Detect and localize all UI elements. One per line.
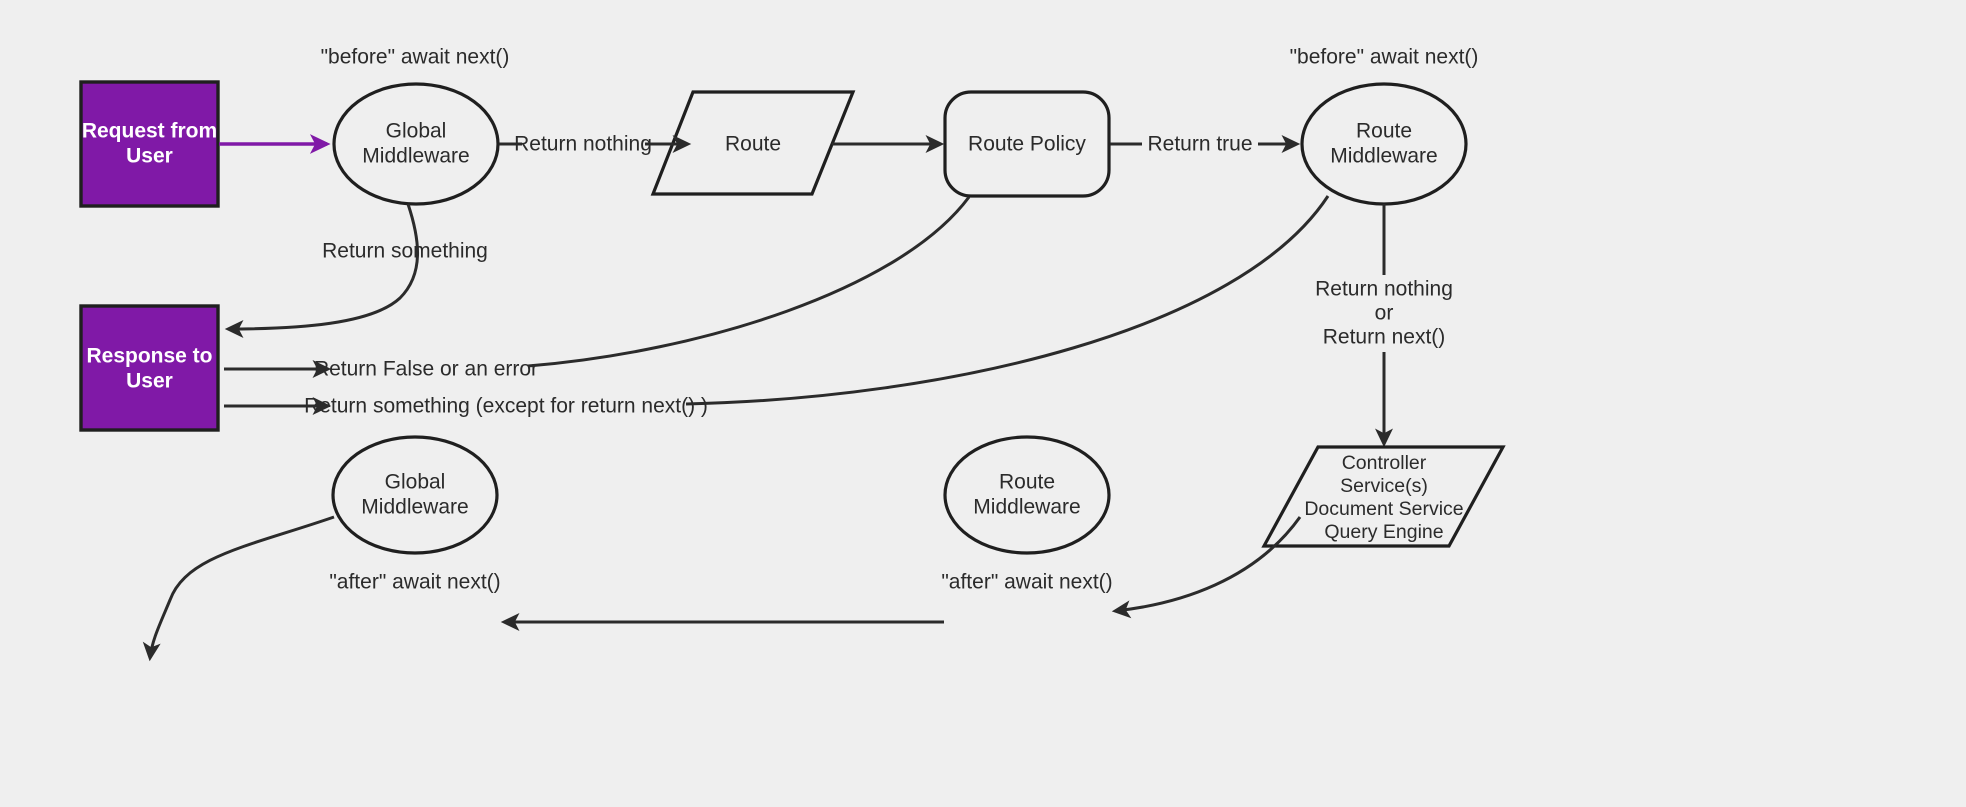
controller-label-line2: Service(s) — [1340, 475, 1428, 497]
edge-label-return-nothing-or-next-line3: Return next() — [1323, 326, 1446, 349]
edge-label-return-nothing: Return nothing — [514, 133, 652, 156]
response-to-user-label-line1: Response to — [86, 345, 212, 368]
edge-label-return-something-top: Return something — [322, 240, 488, 263]
edge-route-policy-return-false — [527, 196, 971, 368]
route-middleware-top-label-line1: Route — [1356, 120, 1412, 143]
global-middleware-bottom-label-line2: Middleware — [361, 496, 468, 519]
annotation-before-await-next-right: "before" await next() — [1290, 46, 1479, 69]
global-middleware-top-label-line1: Global — [386, 120, 447, 143]
edge-label-return-true: Return true — [1147, 133, 1252, 156]
request-from-user-label-line2: User — [126, 145, 173, 168]
annotation-after-await-next-left: "after" await next() — [329, 571, 500, 594]
edge-route-middleware-return-something-except — [685, 195, 1330, 406]
request-from-user-label-line1: Request from — [82, 120, 217, 143]
edge-label-return-nothing-or-next-line1: Return nothing — [1315, 278, 1453, 301]
annotation-after-await-next-right: "after" await next() — [941, 571, 1112, 594]
global-middleware-bottom-label-line1: Global — [385, 471, 446, 494]
controller-services-node[interactable] — [1261, 445, 1506, 548]
route-middleware-bottom-label-line2: Middleware — [973, 496, 1080, 519]
route-middleware-bottom-node[interactable] — [943, 435, 1111, 555]
response-to-user-label-line2: User — [126, 370, 173, 393]
controller-label-line3: Document Service — [1304, 498, 1463, 520]
request-from-user-box[interactable] — [79, 80, 220, 208]
edge-controller-to-route-middleware-bottom — [1111, 516, 1302, 619]
route-policy-label: Route Policy — [968, 133, 1086, 156]
global-middleware-top-node[interactable] — [332, 82, 500, 206]
edge-label-return-false-or-error: Return False or an error — [314, 358, 538, 381]
route-label: Route — [725, 133, 781, 156]
route-middleware-bottom-label-line1: Route — [999, 471, 1055, 494]
global-middleware-bottom-node[interactable] — [331, 435, 499, 555]
route-node[interactable] — [650, 90, 856, 196]
response-to-user-box[interactable] — [79, 304, 220, 432]
edge-global-middleware-bottom-to-response — [142, 515, 335, 662]
controller-label-line1: Controller — [1342, 452, 1427, 474]
route-policy-node[interactable] — [943, 90, 1111, 198]
global-middleware-top-label-line2: Middleware — [362, 145, 469, 168]
edge-label-return-nothing-or-next-line2: or — [1375, 302, 1394, 325]
edge-label-return-something-except-next: Return something (except for return next… — [304, 395, 708, 418]
controller-label-line4: Query Engine — [1324, 521, 1443, 543]
route-middleware-top-label-line2: Middleware — [1330, 145, 1437, 168]
annotation-before-await-next-left: "before" await next() — [321, 46, 510, 69]
edge-global-middleware-return-something — [224, 203, 420, 338]
